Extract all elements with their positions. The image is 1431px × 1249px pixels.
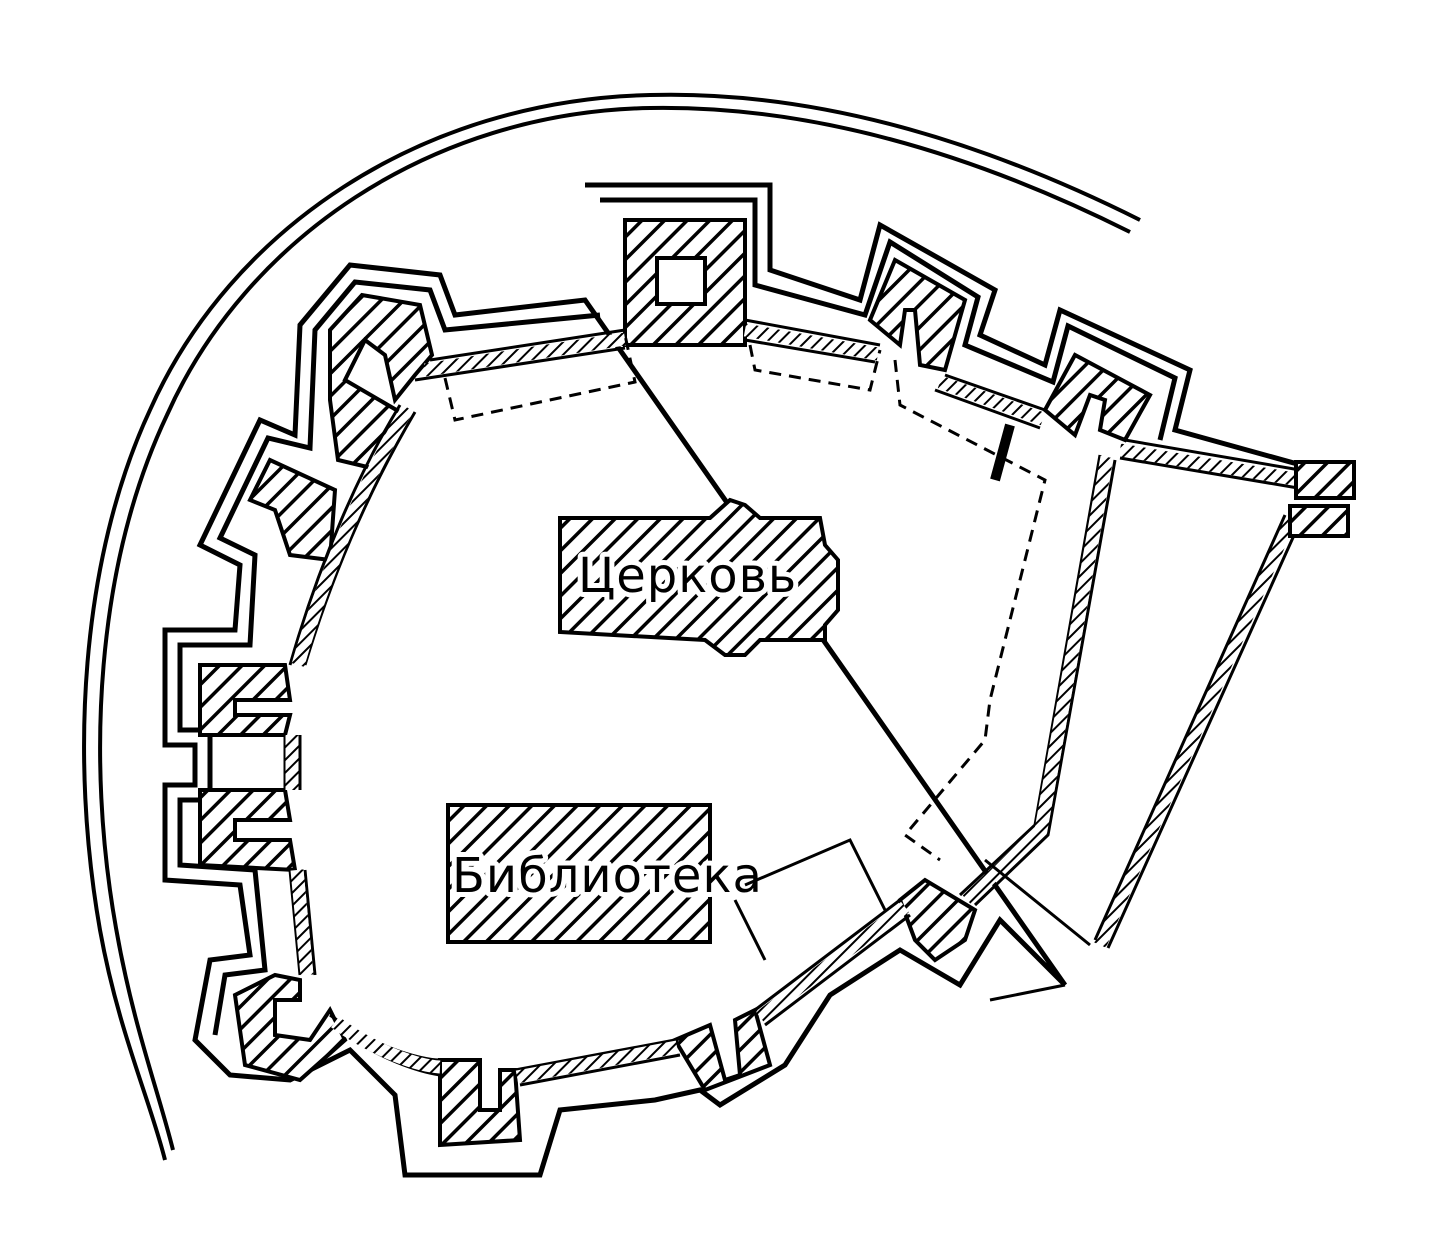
tower-opening [655, 256, 707, 306]
east-outwork [984, 438, 1302, 1002]
library-label: Библиотека [452, 848, 763, 904]
church-label: Церковь [578, 548, 797, 604]
library-building [446, 803, 712, 944]
dashed-traces [443, 334, 1047, 862]
east-gate-block-lower [1288, 504, 1350, 538]
east-gate-block-upper [1294, 460, 1356, 500]
moat [82, 92, 1141, 1161]
small-wall-stub [990, 423, 1015, 482]
library-leader-lines [733, 838, 887, 961]
thin-walls [283, 318, 1117, 1087]
church-building [558, 497, 840, 657]
thin-wall-hatch [285, 323, 1302, 1084]
curtain-wall [198, 218, 1153, 1148]
